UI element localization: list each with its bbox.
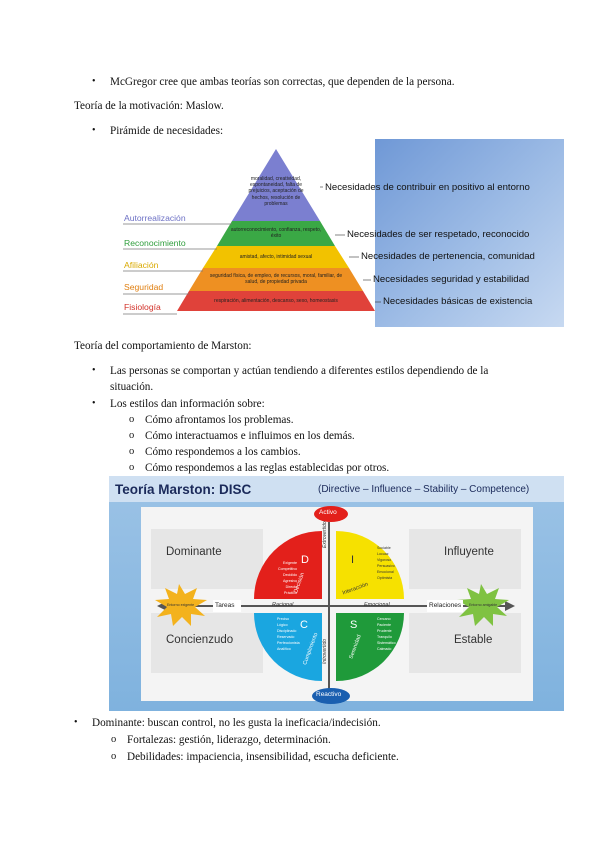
sub-bullet-o: o <box>129 446 135 457</box>
level-label-fisiologia: Fisiología <box>124 302 161 312</box>
bullet-dot: • <box>92 125 96 136</box>
pyramid-level-reconocimiento <box>217 221 335 246</box>
sub-item-changes: Cómo respondemos a los cambios. <box>145 446 301 458</box>
figure-blue-band <box>375 139 564 327</box>
bullet-styles-line1: Las personas se comportan y actúan tendi… <box>110 365 489 377</box>
quadrant-letter-d: D <box>301 554 309 566</box>
star-entorno-amigable: Entorno amigable <box>469 603 498 607</box>
heading-maslow: Teoría de la motivación: Maslow. <box>74 100 224 112</box>
bullet-dot: • <box>92 76 96 87</box>
axis-introvertido: Introvertido <box>322 638 328 664</box>
axis-emocional: Emocional <box>364 602 390 608</box>
pyramid-inner-autorrealizacion: moralidad, creatividad, espontaneidad, f… <box>248 176 304 207</box>
disc-graphic <box>109 476 564 711</box>
level-label-reconocimiento: Reconocimiento <box>124 238 186 248</box>
sub-item-rules: Cómo respondemos a las reglas establecid… <box>145 462 390 474</box>
pyramid-level-fisiologia <box>177 291 375 311</box>
bullet-dot: • <box>92 365 96 376</box>
sub-item-problems: Cómo afrontamos los problemas. <box>145 414 294 426</box>
level-label-autorrealizacion: Autorrealización <box>124 213 186 223</box>
quadrant-letter-c: C <box>300 619 308 631</box>
need-fisiologia: Necesidades básicas de existencia <box>383 296 533 307</box>
need-seguridad: Necesidades seguridad y estabilidad <box>373 274 530 285</box>
star-entorno-exigente: Entorno exigente <box>167 603 195 607</box>
bullet-pyramid: Pirámide de necesidades: <box>110 125 224 137</box>
sub-bullet-o: o <box>111 734 117 745</box>
quadrant-name-concienzudo: Concienzudo <box>166 634 234 646</box>
disc-title: Teoría Marston: DISC <box>115 482 252 497</box>
quadrant-s <box>336 613 404 681</box>
quadrant-i <box>336 531 404 599</box>
bullet-dot: • <box>92 398 96 409</box>
pyramid-level-afiliacion <box>203 246 349 268</box>
quadrant-c <box>254 613 322 681</box>
pyramid-inner-seguridad: seguridad física, de empleo, de recursos… <box>209 273 343 286</box>
pyramid-level-seguridad <box>189 268 363 291</box>
pyramid-inner-fisiologia: respiración, alimentación, descanso, sex… <box>214 298 338 304</box>
bullet-styles-line2: situación. <box>110 381 154 393</box>
pyramid-inner-reconocimiento: autorreconocimiento, confianza, respeto,… <box>230 227 322 240</box>
need-autorrealizacion: Necesidades de contribuir en positivo al… <box>325 182 530 193</box>
axis-racional: Racional <box>272 602 294 608</box>
quadrant-letter-i: I <box>351 554 355 566</box>
heading-marston: Teoría del comportamiento de Marston: <box>74 340 252 352</box>
disc-figure: Teoría Marston: DISC (Directive – Influe… <box>109 476 564 711</box>
need-afiliacion: Necesidades de pertenencia, comunidad <box>361 251 535 262</box>
axis-tareas: Tareas <box>215 602 235 609</box>
quadrant-name-influyente: Influyente <box>444 546 494 558</box>
level-label-afiliacion: Afiliación <box>124 260 159 270</box>
sub-bullet-o: o <box>111 751 117 762</box>
pyramid-graphic <box>123 149 381 315</box>
bullet-mcgregor: McGregor cree que ambas teorías son corr… <box>110 76 455 88</box>
need-reconocimiento: Necesidades de ser respetado, reconocido <box>347 229 530 240</box>
maslow-pyramid-figure: Autorrealización Reconocimiento Afiliaci… <box>109 139 564 327</box>
quadrant-d <box>254 531 322 599</box>
bullet-dot: • <box>74 717 78 728</box>
pyramid-inner-afiliacion: amistad, afecto, intimidad sexual <box>239 254 313 260</box>
sub-bullet-o: o <box>129 430 135 441</box>
sub-bullet-o: o <box>129 462 135 473</box>
disc-top-label: Activo <box>319 509 337 516</box>
sub-item-debilidades: Debilidades: impaciencia, insensibilidad… <box>127 751 399 763</box>
quadrant-name-estable: Estable <box>454 634 493 646</box>
disc-bottom-label: Reactivo <box>316 691 342 698</box>
quadrant-letter-s: S <box>350 619 358 631</box>
sub-bullet-o: o <box>129 414 135 425</box>
axis-relaciones: Relaciones <box>429 602 462 609</box>
bullet-dominante: Dominante: buscan control, no les gusta … <box>92 717 381 729</box>
quadrant-name-dominante: Dominante <box>166 546 222 558</box>
disc-subtitle: (Directive – Influence – Stability – Com… <box>318 484 530 495</box>
axis-extrovertido: Extrovertido <box>322 521 328 548</box>
sub-item-interact: Cómo interactuamos e influimos en los de… <box>145 430 355 442</box>
bullet-info: Los estilos dan información sobre: <box>110 398 265 410</box>
pyramid-level-autorrealizacion <box>232 149 320 221</box>
sub-item-fortalezas: Fortalezas: gestión, liderazgo, determin… <box>127 734 331 746</box>
level-label-seguridad: Seguridad <box>124 282 164 292</box>
